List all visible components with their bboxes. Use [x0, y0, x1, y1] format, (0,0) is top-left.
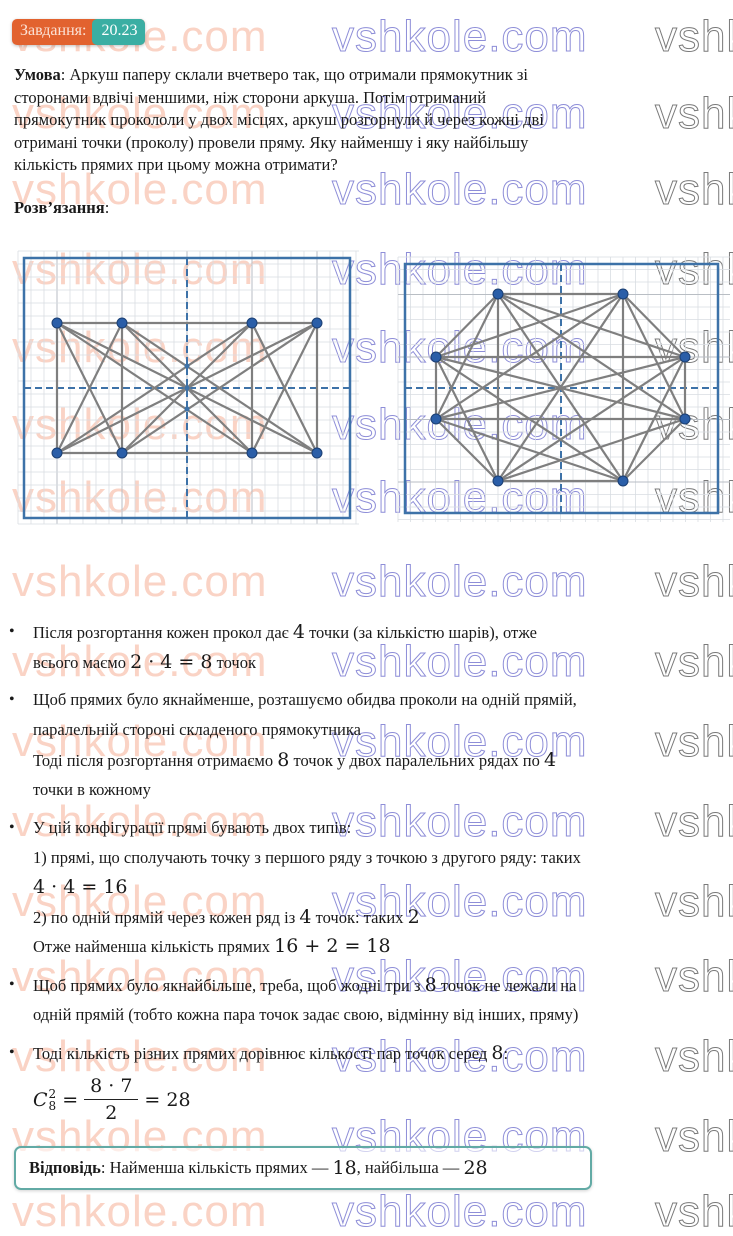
condition-line: : Аркуш паперу склали вчетверо так, що о…	[60, 65, 528, 84]
bullet-continuation: паралельній стороні складеного прямокутн…	[33, 715, 713, 745]
answer-text-2: , найбільша —	[356, 1158, 464, 1177]
bullet-text: точок	[212, 653, 256, 672]
bullet-continuation: Тоді після розгортання отримаємо 8 точок…	[33, 745, 713, 776]
formula-denominator: 2	[105, 1101, 118, 1124]
puncture-point	[51, 317, 63, 329]
math-expression: 8	[491, 1042, 504, 1064]
puncture-point	[246, 447, 258, 459]
puncture-point	[679, 413, 691, 425]
puncture-point	[311, 447, 323, 459]
formula-symbol: C	[33, 1089, 48, 1111]
math-expression: 2	[407, 906, 420, 928]
bullet-text: 1) прямі, що сполучають точку з першого …	[33, 848, 581, 867]
intersection-dot	[184, 385, 190, 391]
bullet-icon: •	[9, 976, 15, 993]
bullet-text: 2) по одній прямій через кожен ряд із	[33, 908, 300, 927]
math-expression: 16 + 2 = 18	[274, 935, 391, 957]
puncture-point	[246, 317, 258, 329]
connecting-lines	[434, 292, 687, 483]
bullet-text: всього маємо	[33, 653, 131, 672]
bullet-item: • Тоді кількість різних прямих дорівнює к…	[9, 1038, 713, 1069]
puncture-point	[492, 288, 504, 300]
puncture-point	[116, 447, 128, 459]
formula-fraction: 8 · 7 2	[84, 1075, 139, 1126]
intersection-dot	[184, 406, 190, 412]
figure-max-lines	[366, 240, 733, 530]
answer-max: 28	[463, 1157, 488, 1179]
formula-indices: 2 8	[49, 1088, 57, 1112]
bullet-continuation: точки в кожному	[33, 775, 713, 805]
bullet-text: точки в кожному	[33, 780, 151, 799]
puncture-point	[311, 317, 323, 329]
task-number: 20.23	[92, 19, 146, 45]
task-badge: Завдання: 20.23	[12, 19, 146, 45]
formula-sub: 8	[48, 1099, 57, 1113]
formula-sup: 2	[48, 1087, 57, 1101]
bullet-icon: •	[9, 819, 15, 836]
answer-min: 18	[332, 1157, 357, 1179]
math-expression: 2 · 4 = 8	[130, 651, 213, 673]
bullet-text: точок не лежали на	[436, 976, 577, 995]
bullet-item: • Щоб прямих було якнайменше, розташуємо …	[9, 685, 713, 715]
puncture-point	[430, 413, 442, 425]
intersection-dot	[184, 363, 190, 369]
answer-title: Відповідь	[29, 1158, 101, 1177]
condition-line: сторонами вдвічі меншими, ніж сторони ар…	[14, 87, 487, 107]
condition-line: отримані точки (проколу) провели пряму. …	[14, 132, 529, 152]
bullet-icon: •	[9, 1044, 15, 1061]
bullet-continuation: Отже найменша кількість прямих 16 + 2 = …	[33, 931, 713, 962]
puncture-point	[492, 475, 504, 487]
bullet-text: :	[503, 1044, 509, 1063]
bullet-text: точки (за кількістю шарів), отже	[304, 623, 537, 642]
condition-paragraph: Умова: Аркуш паперу склали вчетверо так,…	[14, 64, 654, 177]
bullet-text: точок у двох паралельних рядах по	[289, 751, 544, 770]
bullet-continuation: 1) прямі, що сполучають точку з першого …	[33, 843, 713, 873]
math-expression: 8	[277, 749, 290, 771]
solution-colon: :	[104, 198, 110, 217]
condition-line: прямокутник прокололи у двох місцях, арк…	[14, 110, 544, 129]
figure-min-lines	[0, 240, 366, 530]
bullet-item: • Після розгортання кожен прокол дає 4 то…	[9, 617, 713, 648]
math-expression: 4	[292, 621, 305, 643]
bullet-text: точок: таких	[311, 908, 408, 927]
puncture-point	[617, 288, 629, 300]
puncture-point	[430, 351, 442, 363]
task-label: Завдання:	[20, 22, 87, 39]
bullet-text: Після розгортання кожен прокол дає	[33, 623, 293, 642]
bullet-item: • Щоб прямих було якнайбільше, треба, щоб…	[9, 970, 713, 1001]
math-expression: 4	[544, 749, 557, 771]
combination-formula: C 2 8 = 8 · 7 2 = 28	[33, 1074, 191, 1126]
math-expression: 4	[299, 906, 312, 928]
math-expression: 8	[424, 974, 437, 996]
puncture-point	[617, 475, 629, 487]
bullet-icon: •	[9, 691, 15, 708]
bullet-text: одній прямій (тобто кожна пара точок зад…	[33, 1005, 579, 1024]
bullet-continuation: 2) по одній прямій через кожен ряд із 4 …	[33, 902, 713, 933]
bullet-continuation: всього маємо 2 · 4 = 8 точок	[33, 647, 713, 678]
answer-box: Відповідь : Найменша кількість прямих — …	[14, 1146, 592, 1190]
puncture-point	[679, 351, 691, 363]
solution-heading: Розв’язання:	[14, 197, 654, 220]
bullet-text: У цій конфігурації прямі бувають двох ти…	[33, 818, 352, 837]
bullet-item: • У цій конфігурації прямі бувають двох т…	[9, 813, 713, 843]
puncture-point	[116, 317, 128, 329]
condition-line: кількість прямих при цьому можна отримат…	[14, 155, 338, 174]
bullet-icon: •	[9, 623, 15, 640]
formula-numerator: 8 · 7	[84, 1075, 139, 1100]
formula-result: = 28	[144, 1089, 191, 1111]
bullet-text: Тоді після розгортання отримаємо	[33, 751, 278, 770]
bullet-text: Щоб прямих було якнайменше, розташуємо о…	[33, 690, 577, 709]
bullet-continuation: одній прямій (тобто кожна пара точок зад…	[33, 1000, 713, 1030]
answer-text-1: : Найменша кількість прямих —	[100, 1158, 333, 1177]
solution-title: Розв’язання	[14, 198, 105, 217]
math-expression: 4 · 4 = 16	[33, 876, 128, 898]
bullet-continuation: 4 · 4 = 16	[33, 872, 713, 903]
bullet-text: Отже найменша кількість прямих	[33, 937, 275, 956]
bullet-text: Щоб прямих було якнайбільше, треба, щоб …	[33, 976, 425, 995]
bullet-text: паралельній стороні складеного прямокутн…	[33, 720, 361, 739]
formula-eq: =	[62, 1089, 79, 1111]
puncture-point	[51, 447, 63, 459]
bullet-text: Тоді кількість різних прямих дорівнює кі…	[33, 1044, 492, 1063]
condition-title: Умова	[14, 65, 61, 84]
